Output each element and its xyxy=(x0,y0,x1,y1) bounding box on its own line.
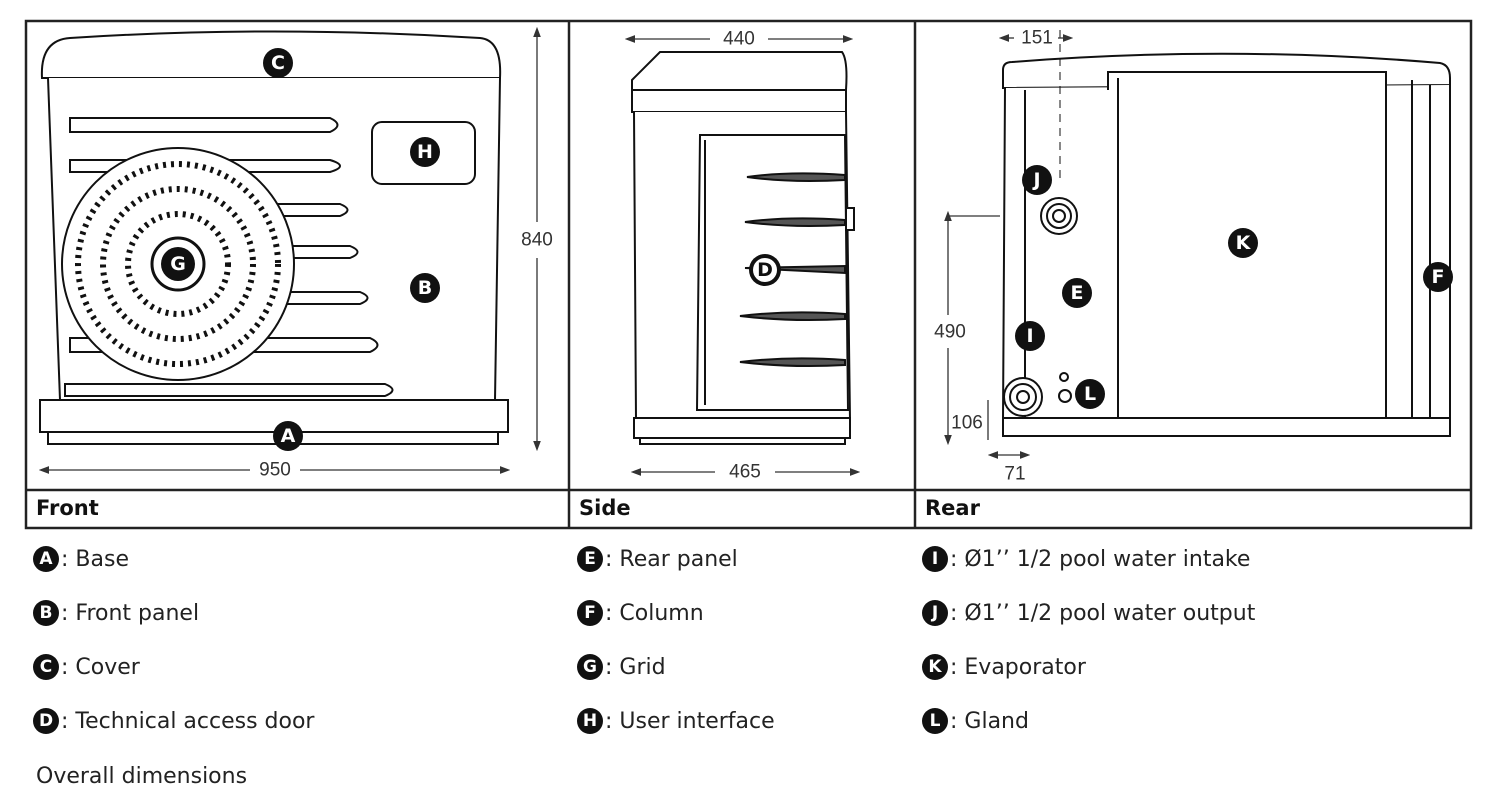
legend-item: A: Base xyxy=(33,546,129,572)
header-rear: Rear xyxy=(925,496,980,520)
dimension-width: 950 xyxy=(259,460,291,481)
marker-c: C xyxy=(263,48,293,78)
product-drawings: 840 950 440 465 xyxy=(24,19,1473,530)
svg-text:G: G xyxy=(170,253,186,275)
marker-i: I xyxy=(1015,321,1045,351)
legend-label: : User interface xyxy=(605,708,775,734)
legend-item: E: Rear panel xyxy=(577,546,738,572)
svg-text:D: D xyxy=(757,259,773,281)
legend-item: I: Ø1’’ 1/2 pool water intake xyxy=(922,546,1250,572)
svg-text:H: H xyxy=(417,141,433,163)
legend-item: H: User interface xyxy=(577,708,775,734)
table-frame xyxy=(24,19,1473,530)
front-dimensions xyxy=(38,26,541,474)
legend-item: J: Ø1’’ 1/2 pool water output xyxy=(922,600,1255,626)
svg-text:K: K xyxy=(1236,232,1252,254)
legend-item: F: Column xyxy=(577,600,704,626)
front-view-drawing xyxy=(39,30,509,445)
legend-marker-icon: B xyxy=(33,600,59,626)
legend-label: : Evaporator xyxy=(950,654,1086,680)
legend-item: L: Gland xyxy=(922,708,1029,734)
svg-text:C: C xyxy=(271,52,285,74)
marker-j: J xyxy=(1022,165,1052,195)
svg-text:A: A xyxy=(281,425,296,447)
legend-item: G: Grid xyxy=(577,654,666,680)
legend-marker-icon: H xyxy=(577,708,603,734)
rear-dimensions xyxy=(944,34,1074,459)
marker-a: A xyxy=(273,421,303,451)
svg-text:L: L xyxy=(1084,383,1096,405)
marker-e: E xyxy=(1062,278,1092,308)
legend-marker-icon: K xyxy=(922,654,948,680)
svg-text:F: F xyxy=(1432,266,1445,288)
dimension-base-depth: 465 xyxy=(729,462,761,483)
svg-text:J: J xyxy=(1031,169,1040,191)
legend-marker-icon: G xyxy=(577,654,603,680)
legend-marker-icon: A xyxy=(33,546,59,572)
marker-l: L xyxy=(1075,379,1105,409)
dimension-pipe-height: 490 xyxy=(934,322,966,343)
legend-item: B: Front panel xyxy=(33,600,199,626)
header-side: Side xyxy=(579,496,631,520)
dimension-top-depth: 440 xyxy=(723,29,755,50)
legend-label: : Column xyxy=(605,600,704,626)
marker-d: D xyxy=(749,254,781,286)
legend-label: : Ø1’’ 1/2 pool water intake xyxy=(950,546,1251,572)
svg-text:B: B xyxy=(418,277,432,299)
dimension-base-height: 106 xyxy=(951,413,983,434)
header-front: Front xyxy=(36,496,99,520)
legend-label: : Front panel xyxy=(61,600,200,626)
side-dimensions xyxy=(624,35,861,476)
marker-f: F xyxy=(1423,262,1453,292)
rear-view-drawing xyxy=(1001,30,1451,437)
legend-item: C: Cover xyxy=(33,654,140,680)
marker-h: H xyxy=(410,137,440,167)
legend-label: : Cover xyxy=(61,654,140,680)
legend-marker-icon: I xyxy=(922,546,948,572)
legend-marker-icon: J xyxy=(922,600,948,626)
legend-marker-icon: D xyxy=(33,708,59,734)
svg-text:I: I xyxy=(1026,325,1033,347)
marker-b: B xyxy=(410,273,440,303)
legend-label: : Grid xyxy=(605,654,666,680)
legend-label: : Ø1’’ 1/2 pool water output xyxy=(950,600,1256,626)
legend-label: : Rear panel xyxy=(605,546,738,572)
side-view-drawing xyxy=(631,51,855,445)
legend-item: K: Evaporator xyxy=(922,654,1086,680)
dimension-offset-top: 151 xyxy=(1021,28,1053,49)
marker-k: K xyxy=(1228,228,1258,258)
svg-text:E: E xyxy=(1071,282,1084,304)
part-markers: C H G B A D J K F E I L xyxy=(150,48,1453,451)
legend-marker-icon: C xyxy=(33,654,59,680)
legend-marker-icon: L xyxy=(922,708,948,734)
dimension-base-offset: 71 xyxy=(1004,464,1025,485)
marker-g: G xyxy=(150,236,206,292)
legend-marker-icon: E xyxy=(577,546,603,572)
legend-label: : Technical access door xyxy=(61,708,315,734)
dimension-height: 840 xyxy=(521,230,553,251)
legend-label: : Base xyxy=(61,546,129,572)
footer-caption: Overall dimensions xyxy=(36,764,248,789)
legend-item: D: Technical access door xyxy=(33,708,314,734)
legend-marker-icon: F xyxy=(577,600,603,626)
legend-label: : Gland xyxy=(950,708,1029,734)
